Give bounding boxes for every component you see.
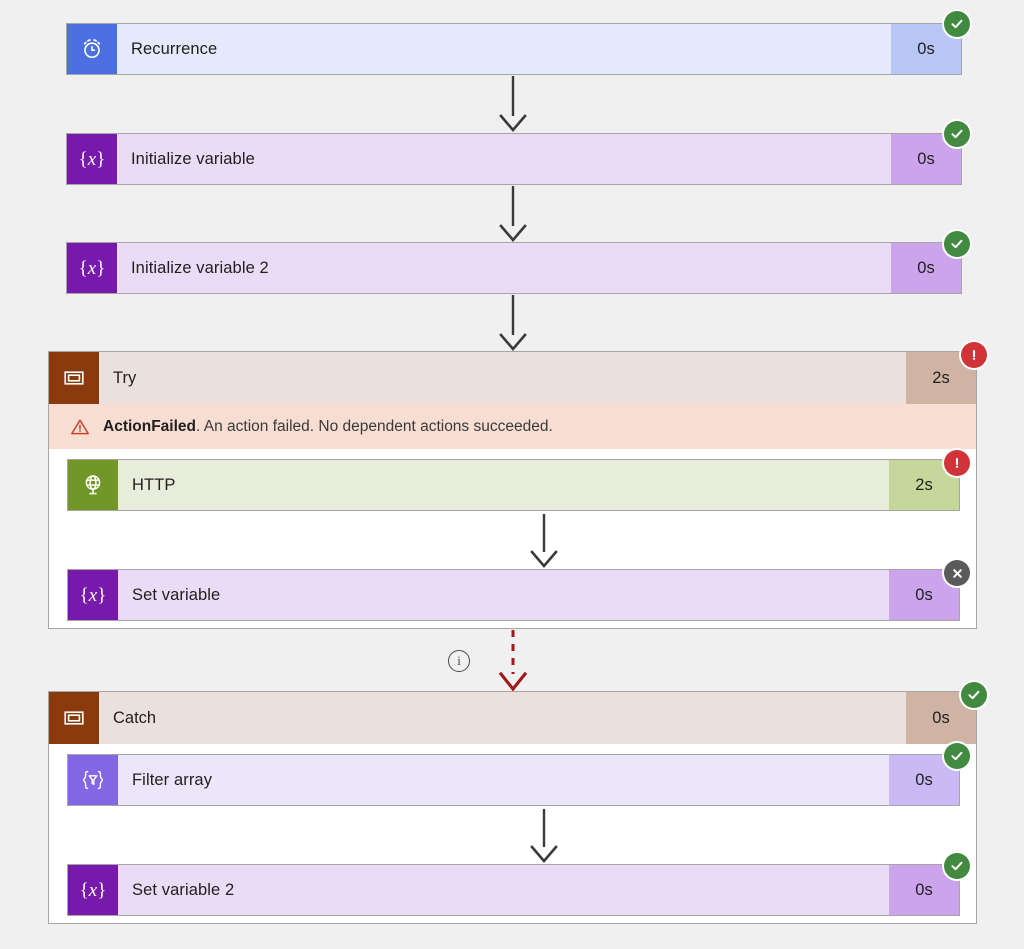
action-body: Filter array 0s (118, 755, 959, 805)
status-badge-failed (944, 450, 970, 476)
action-body: HTTP 2s (118, 460, 959, 510)
action-card-initialize-variable-2[interactable]: {x} Initialize variable 2 0s (66, 242, 962, 294)
action-card-initialize-variable[interactable]: {x} Initialize variable 0s (66, 133, 962, 185)
error-message: . An action failed. No dependent actions… (196, 417, 553, 435)
action-card-set-variable-2[interactable]: {x} Set variable 2 0s (67, 864, 960, 916)
scope-icon (49, 692, 99, 744)
action-duration: 0s (889, 570, 959, 620)
action-duration: 0s (891, 24, 961, 74)
info-circle-label: i (457, 653, 461, 668)
variable-braces-icon: {x} (67, 243, 117, 293)
action-title: Set variable 2 (132, 880, 235, 899)
scope-container-catch[interactable]: Catch 0s Filter array 0s (48, 691, 977, 924)
status-badge-succeeded (944, 11, 970, 37)
scope-title: Try (113, 368, 137, 387)
action-title: Initialize variable (131, 149, 255, 168)
status-badge-succeeded (944, 743, 970, 769)
variable-braces-icon: {x} (67, 134, 117, 184)
connector-arrow (530, 809, 558, 863)
status-badge-succeeded (961, 682, 987, 708)
action-body: Set variable 2 0s (118, 865, 959, 915)
action-card-set-variable[interactable]: {x} Set variable 0s (67, 569, 960, 621)
action-body: Set variable 0s (118, 570, 959, 620)
failure-connector-arrow (498, 630, 528, 692)
connector-arrow (499, 186, 527, 242)
filter-braces-icon (68, 755, 118, 805)
scope-header-body: Catch 0s (99, 692, 976, 744)
connector-arrow (499, 295, 527, 351)
globe-icon (68, 460, 118, 510)
info-circle-icon[interactable]: i (448, 650, 470, 672)
alarm-clock-icon (67, 24, 117, 74)
variable-braces-icon: {x} (68, 865, 118, 915)
action-card-filter-array[interactable]: Filter array 0s (67, 754, 960, 806)
variable-braces-icon: {x} (68, 570, 118, 620)
action-body: Recurrence 0s (117, 24, 961, 74)
error-banner: ActionFailed. An action failed. No depen… (49, 404, 976, 449)
status-badge-failed (961, 342, 987, 368)
warning-triangle-icon (67, 417, 93, 437)
status-badge-succeeded (944, 121, 970, 147)
action-body: Initialize variable 0s (117, 134, 961, 184)
status-badge-skipped (944, 560, 970, 586)
status-badge-succeeded (944, 853, 970, 879)
scope-header-body: Try 2s (99, 352, 976, 404)
connector-arrow (530, 514, 558, 568)
status-badge-succeeded (944, 231, 970, 257)
scope-title: Catch (113, 708, 157, 727)
action-title: HTTP (132, 475, 176, 494)
action-card-recurrence[interactable]: Recurrence 0s (66, 23, 962, 75)
error-code: ActionFailed. An action failed. No depen… (103, 417, 553, 435)
scope-container-try[interactable]: Try 2s ActionFailed. An action failed. N… (48, 351, 977, 629)
connector-arrow (499, 76, 527, 132)
scope-icon (49, 352, 99, 404)
action-body: Initialize variable 2 0s (117, 243, 961, 293)
action-title: Filter array (132, 770, 213, 789)
action-title: Initialize variable 2 (131, 258, 269, 277)
scope-duration: 0s (906, 692, 976, 744)
scope-header-catch[interactable]: Catch 0s (49, 692, 976, 744)
action-title: Set variable (132, 585, 221, 604)
scope-header-try[interactable]: Try 2s (49, 352, 976, 404)
action-card-http[interactable]: HTTP 2s (67, 459, 960, 511)
action-title: Recurrence (131, 39, 218, 58)
